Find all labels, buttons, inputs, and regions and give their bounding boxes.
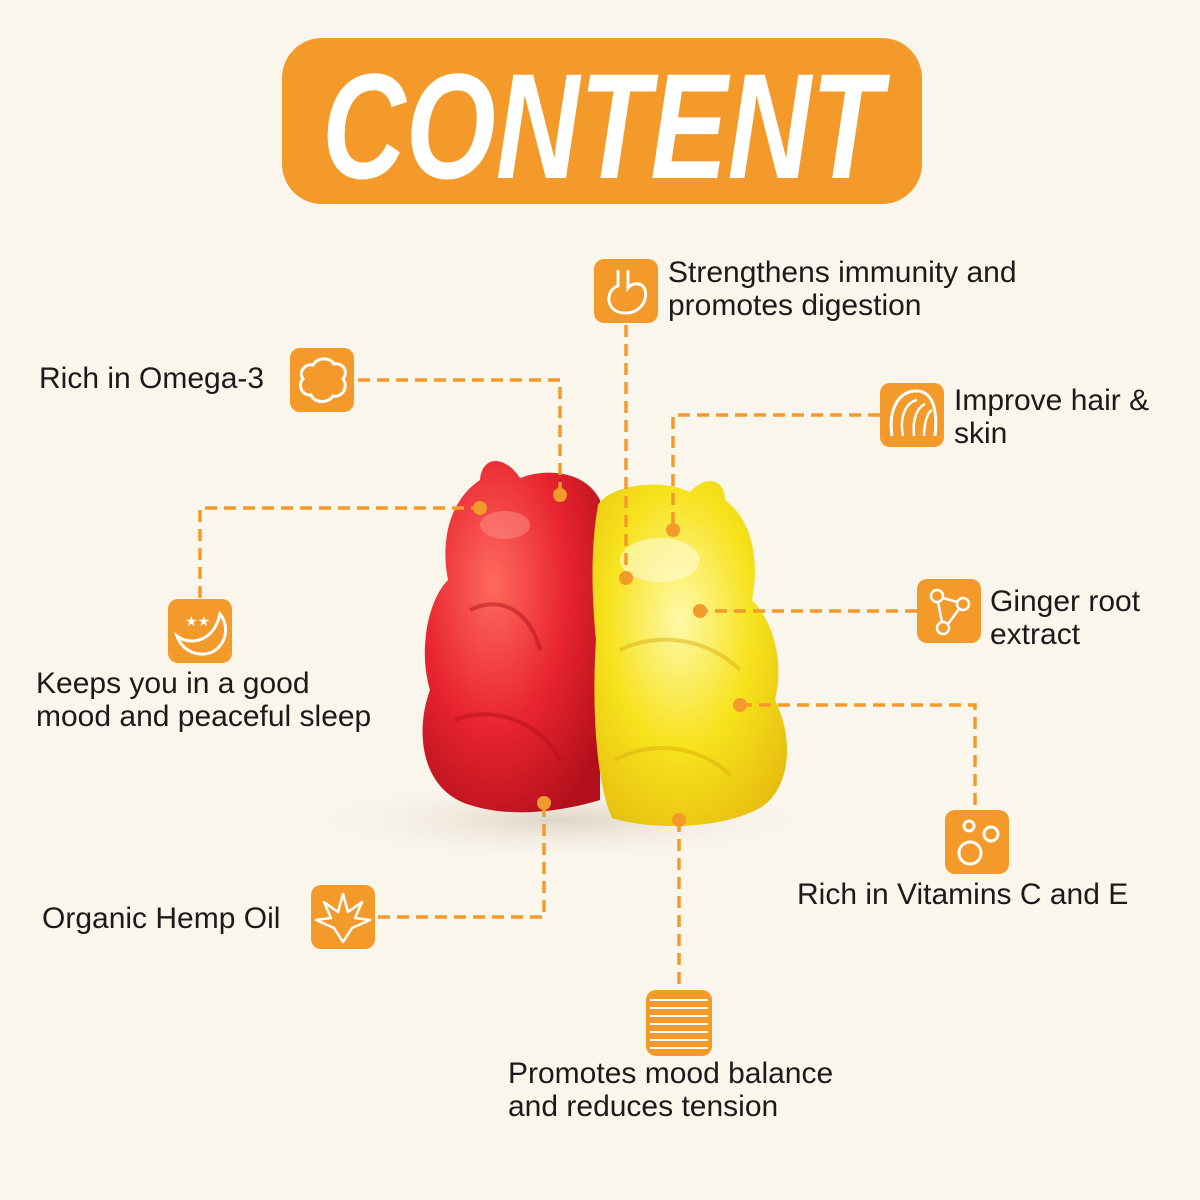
title-badge <box>282 38 922 204</box>
feature-label-line: extract <box>990 618 1081 651</box>
feature-label-line: promotes digestion <box>668 289 922 322</box>
feature-label-line: skin <box>954 417 1008 450</box>
lines-icon <box>646 990 712 1056</box>
connector-dot <box>553 488 567 502</box>
feature-label-ginger: Ginger root extract <box>990 585 1140 651</box>
connector-dot <box>666 523 680 537</box>
moon-stars-icon: ★★ <box>168 599 232 663</box>
feature-label-line: Organic Hemp Oil <box>42 902 281 935</box>
connector-dot <box>619 571 633 585</box>
molecule-icon <box>917 579 981 643</box>
connector-line <box>358 378 562 495</box>
bubbles-icon <box>945 810 1009 874</box>
connector-dot <box>733 698 747 712</box>
connector-line <box>198 506 480 598</box>
connector-line <box>671 413 880 530</box>
brain-icon <box>290 348 354 412</box>
svg-text:★★: ★★ <box>185 614 210 630</box>
connector-dots <box>473 488 747 827</box>
connector-dot <box>537 796 551 810</box>
hair-icon <box>880 383 944 447</box>
feature-label-line: Ginger root <box>990 585 1141 618</box>
feature-label-immunity: Strengthens immunity and promotes digest… <box>668 256 1017 322</box>
feature-label-hemp: Organic Hemp Oil <box>42 902 280 935</box>
feature-label-line: Rich in Vitamins C and E <box>797 878 1129 911</box>
feature-label-line: Promotes mood balance <box>508 1057 834 1090</box>
feature-label-line: Improve hair & <box>954 384 1150 417</box>
feature-label-vitamins: Rich in Vitamins C and E <box>797 878 1128 911</box>
feature-label-line: Strengthens immunity and <box>668 256 1017 289</box>
stomach-icon <box>594 259 658 323</box>
red-gummy-bear <box>422 460 600 813</box>
connector-dot <box>693 604 707 618</box>
feature-label-line: and reduces tension <box>508 1090 779 1123</box>
yellow-gummy-bear <box>592 481 787 827</box>
hemp-leaf-icon <box>311 885 375 949</box>
feature-label-line: Keeps you in a good <box>36 667 310 700</box>
connector-dot <box>672 813 686 827</box>
feature-label-omega: Rich in Omega-3 <box>39 362 264 395</box>
feature-label-sleep: Keeps you in a good mood and peaceful sl… <box>36 667 371 733</box>
feature-label-hair: Improve hair & skin <box>954 384 1149 450</box>
feature-label-mood: Promotes mood balance and reduces tensio… <box>508 1057 833 1123</box>
title-text: CONTENT <box>322 42 891 210</box>
feature-label-line: Rich in Omega-3 <box>39 362 265 395</box>
connector-lines <box>198 325 977 990</box>
connector-dot <box>473 501 487 515</box>
page-title: CONTENT <box>282 38 922 213</box>
connector-line <box>740 703 977 810</box>
feature-label-line: mood and peaceful sleep <box>36 700 372 733</box>
